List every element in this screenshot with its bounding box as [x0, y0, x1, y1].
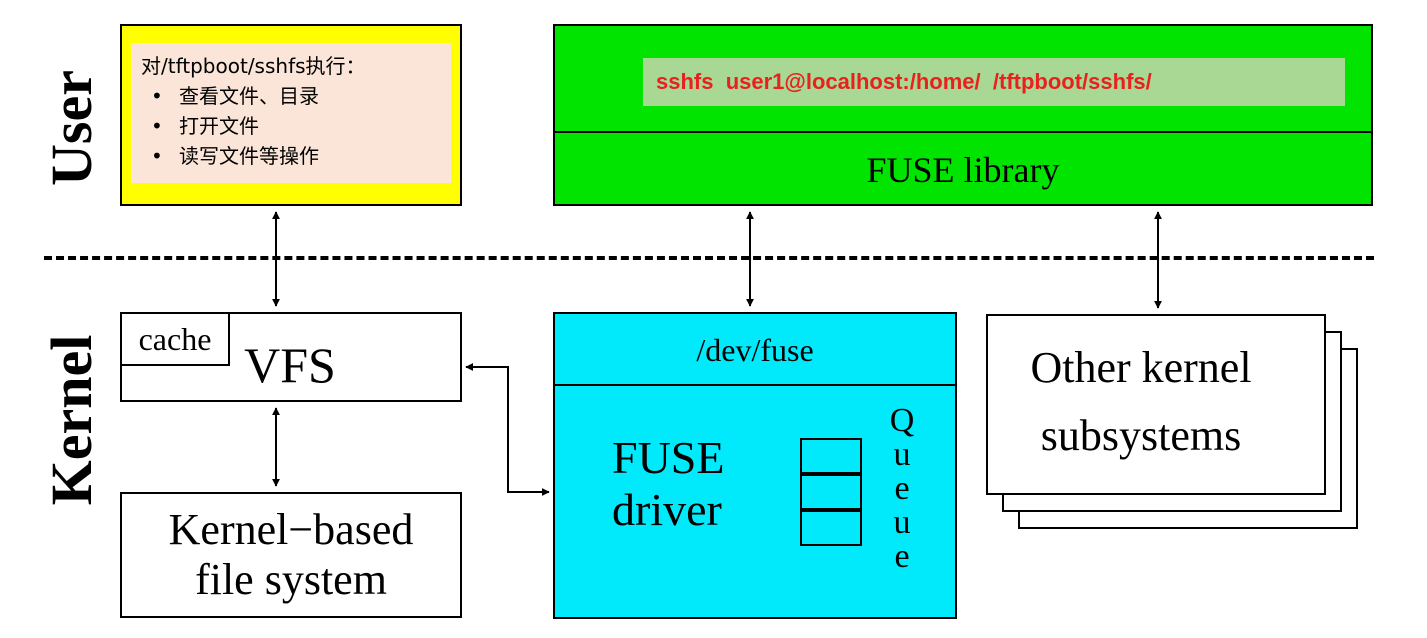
kernel-based-file-system-box: Kernel−based file system: [120, 492, 462, 618]
vfs-fuse-driver-arrow: [465, 363, 550, 496]
dev-fuse-label: /dev/fuse: [696, 331, 814, 368]
operations-list: 查看文件、目录 打开文件 读写文件等操作: [141, 81, 441, 171]
queue-letter: u: [893, 504, 911, 541]
other-line1: Other kernel: [1030, 343, 1252, 392]
operation-item: 读写文件等操作: [141, 141, 441, 171]
queue-letter: e: [894, 470, 910, 507]
fuse-driver-divider: [553, 384, 957, 386]
fuse-driver-box: [553, 312, 957, 619]
queue-slot: [800, 438, 862, 474]
fuse-library-label: FUSE library: [866, 149, 1060, 190]
fuse-driver-label: FUSE driver: [612, 432, 752, 536]
queue-letter: e: [894, 538, 910, 575]
queue-slot: [800, 510, 862, 546]
queue-letter: Q: [889, 402, 915, 439]
other-kernel-subsystems-label: Other kernel subsystems: [986, 334, 1296, 470]
queue-letter: u: [893, 436, 911, 473]
other-kernel-subsystems-box: [986, 314, 1326, 495]
kernel-fs-line1: Kernel−based: [168, 505, 414, 554]
other-line2: subsystems: [1040, 411, 1242, 460]
queue-slot: [800, 474, 862, 510]
sshfs-process-box: [553, 24, 1373, 206]
vfs-label: VFS: [244, 337, 336, 393]
fuse-driver-line1: FUSE: [612, 432, 725, 483]
sshfs-command: sshfs user1@localhost:/home/ /tftpboot/s…: [643, 58, 1345, 106]
fuse-driver-line2: driver: [612, 484, 722, 535]
operation-item: 查看文件、目录: [141, 81, 441, 111]
operation-item: 打开文件: [141, 111, 441, 141]
operations-intro: 对/tftpboot/sshfs执行：: [141, 54, 366, 78]
kernel-fs-line2: file system: [195, 555, 387, 604]
user-kernel-divider: [44, 256, 1374, 260]
sshfs-divider: [553, 131, 1373, 133]
cache-box: cache: [120, 312, 230, 366]
user-operations-note: 对/tftpboot/sshfs执行： 查看文件、目录 打开文件 读写文件等操作: [131, 43, 451, 183]
